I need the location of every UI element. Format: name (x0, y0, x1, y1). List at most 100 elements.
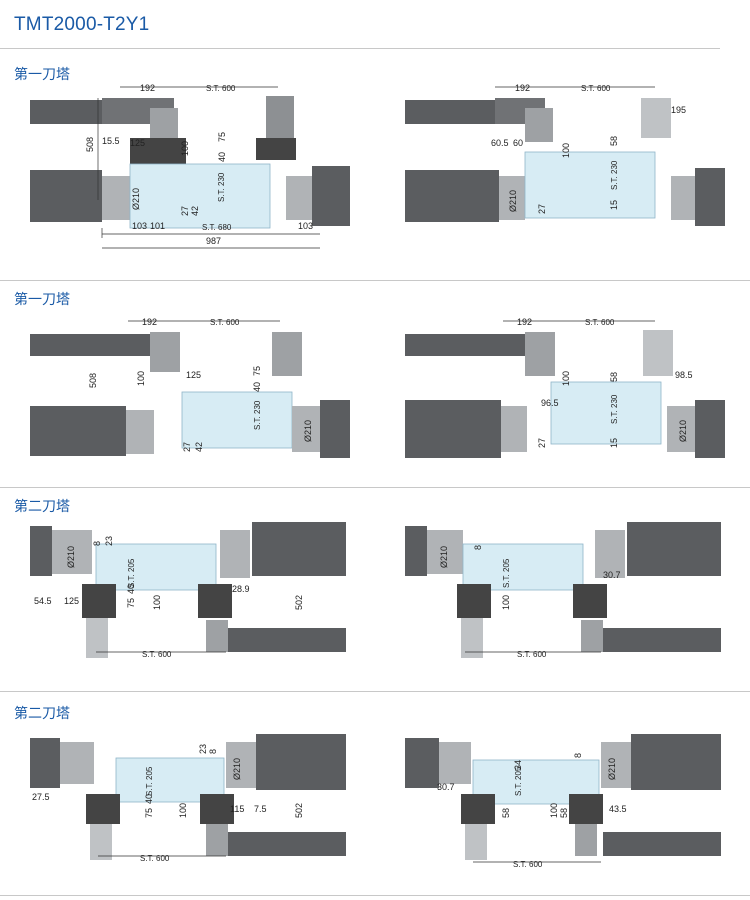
dim-label-100: 100 (136, 371, 146, 386)
dim-label-40: 40 (126, 584, 136, 594)
sub-spindle (312, 166, 350, 226)
dim-label-st600: S.T. 600 (140, 854, 170, 863)
dim-label-98-5: 98.5 (675, 370, 693, 380)
dim-label-192: 192 (142, 317, 157, 327)
main-spindle (405, 170, 499, 222)
dim-label-st205: S.T. 205 (145, 766, 154, 796)
sub-spindle (695, 168, 725, 226)
dim-label-d210: Ø210 (66, 546, 76, 568)
dim-label-192: 192 (515, 83, 530, 93)
chuck (439, 742, 471, 784)
dim-label-508: 508 (85, 137, 95, 152)
chuck (60, 742, 94, 784)
dim-label-st600: S.T. 600 (142, 650, 172, 659)
diagram-panel-1: 192 S.T. 600 508 15.5 125 100 40 75 S.T.… (30, 83, 350, 249)
dim-label-100: 100 (561, 371, 571, 386)
spindle-body (405, 100, 495, 124)
dim-label-42: 42 (194, 442, 204, 452)
sub-chuck (601, 742, 631, 788)
dim-label-103-left: 103 (132, 221, 147, 231)
work-area (462, 543, 584, 591)
dim-label-502: 502 (294, 595, 304, 610)
diagram-panel-5: Ø210 8 23 S.T. 205 54.5 125 75 40 100 28… (30, 522, 346, 659)
dim-label-st600: S.T. 600 (585, 318, 615, 327)
dim-label-58: 58 (609, 372, 619, 382)
dim-label-28-9: 28.9 (232, 584, 250, 594)
tailstock-post (266, 96, 294, 146)
dim-label-27: 27 (537, 204, 547, 214)
tool-holder (86, 618, 108, 658)
main-spindle (30, 738, 60, 788)
sub-spindle (627, 522, 721, 576)
dim-label-27: 27 (537, 438, 547, 448)
dim-label-8: 8 (573, 753, 583, 758)
tailstock-post (641, 98, 671, 138)
tailstock-block (573, 584, 607, 618)
dim-label-100: 100 (178, 803, 188, 818)
spindle-body (228, 832, 346, 856)
tailstock-post (272, 332, 302, 376)
dim-label-192: 192 (517, 317, 532, 327)
chuck (501, 406, 527, 452)
spindle-body (30, 334, 150, 356)
dim-label-75: 75 (126, 598, 136, 608)
chuck (126, 410, 154, 454)
dim-label-101: 101 (150, 221, 165, 231)
sub-chuck (286, 176, 312, 220)
dim-label-125: 125 (64, 596, 79, 606)
diagram-panel-7: 23 8 Ø210 S.T. 205 27.5 75 40 100 115 7.… (30, 734, 346, 863)
sub-spindle (256, 734, 346, 790)
work-area (181, 391, 293, 449)
dim-label-100: 100 (180, 141, 190, 156)
chuck (499, 176, 525, 220)
dim-label-7-5: 7.5 (254, 804, 267, 814)
sub-chuck (220, 530, 250, 578)
tool-holder (461, 618, 483, 658)
spindle-body (603, 628, 721, 652)
dim-label-15: 15 (609, 438, 619, 448)
dim-label-75: 75 (144, 808, 154, 818)
dim-label-58: 58 (609, 136, 619, 146)
section-divider-2 (0, 487, 750, 488)
section-label-3: 第二刀塔 (14, 499, 70, 515)
dim-label-125: 125 (186, 370, 201, 380)
dim-label-15-5: 15.5 (102, 136, 120, 146)
dim-label-30-7: 30.7 (437, 782, 455, 792)
dim-label-st600: S.T. 600 (206, 84, 236, 93)
dim-label-75: 75 (252, 366, 262, 376)
tool-holder-right (575, 824, 597, 856)
tool-holder-right (581, 620, 603, 652)
chuck (52, 530, 92, 574)
sub-chuck (671, 176, 695, 220)
sub-spindle (631, 734, 721, 790)
dim-label-d210: Ø210 (607, 758, 617, 780)
dim-label-27-5: 27.5 (32, 792, 50, 802)
dim-label-st230: S.T. 230 (217, 172, 226, 202)
work-area (550, 381, 662, 445)
dim-label-d210: Ø210 (678, 420, 688, 442)
dim-label-st230: S.T. 230 (253, 400, 262, 430)
tailstock-block (200, 794, 234, 824)
main-spindle (30, 170, 102, 222)
tool-holder (150, 332, 180, 372)
dim-label-54-5: 54.5 (34, 596, 52, 606)
main-spindle (30, 526, 52, 576)
chuck (427, 530, 463, 574)
dim-label-502: 502 (294, 803, 304, 818)
main-spindle (405, 400, 501, 458)
dim-label-st205: S.T. 205 (502, 558, 511, 588)
dim-label-508: 508 (88, 373, 98, 388)
diagram-panel-2: 192 S.T. 600 195 60.5 60 100 58 S.T. 230… (405, 83, 725, 226)
sub-chuck (292, 406, 320, 452)
chuck (102, 176, 130, 220)
dim-label-58-left: 58 (501, 808, 511, 818)
dim-label-d210: Ø210 (303, 420, 313, 442)
turret-block (82, 584, 116, 618)
dim-label-75: 75 (217, 132, 227, 142)
turret-block (457, 584, 491, 618)
dim-label-60-5: 60.5 (491, 138, 509, 148)
sub-spindle (252, 522, 346, 576)
sub-spindle (320, 400, 350, 458)
dim-label-d210: Ø210 (439, 546, 449, 568)
page-title: TMT2000-T2Y1 (14, 14, 150, 35)
